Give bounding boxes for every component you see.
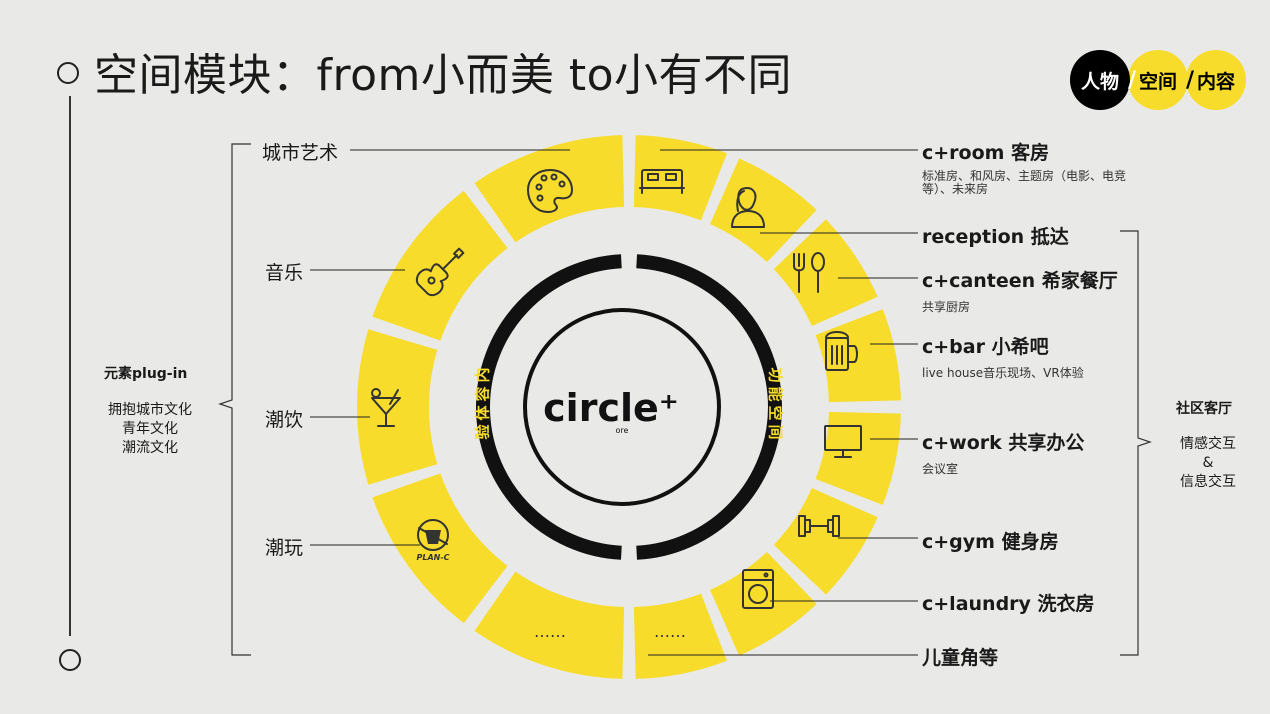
right-group-lines: 情感交互 & 信息交互 <box>1180 436 1236 490</box>
left-group-lines: 拥抱城市文化 青年文化 潮流文化 <box>108 402 192 456</box>
ring-segment-left-2 <box>357 329 438 485</box>
palette-icon <box>527 169 573 213</box>
title-bullet-circle <box>57 62 79 84</box>
right-group-title: 社区客厅 <box>1176 401 1232 417</box>
cocktail-icon <box>371 388 401 427</box>
monitor-icon <box>824 425 862 458</box>
inner-right-char: 间 <box>767 424 785 439</box>
right-item-bar: c+bar 小希吧 live house音乐现场、VR体验 <box>922 336 1084 380</box>
left-group-title: 元素plug-in <box>104 366 188 382</box>
right-ellipsis: …… <box>654 622 686 641</box>
inner-left-char: 内 <box>474 367 492 382</box>
ring-segment-left-4 <box>474 135 625 243</box>
beer-mug-icon <box>825 331 858 371</box>
center-logo: circle⁺ <box>543 386 679 430</box>
left-bracket <box>218 143 251 656</box>
badge-group: 人物/ 空间/ 内容 <box>1070 50 1250 110</box>
leader-lines <box>310 149 918 656</box>
ring-segment-right-6 <box>710 551 817 656</box>
inner-right-char: 能 <box>767 386 785 401</box>
left-ellipsis: …… <box>534 622 566 641</box>
ring-segment-right-0 <box>633 135 727 221</box>
badge-space: 空间/ <box>1128 50 1194 110</box>
bed-icon <box>639 169 685 194</box>
dumbbell-icon <box>798 515 840 537</box>
fork-spoon-icon <box>793 252 825 293</box>
receptionist-icon <box>731 187 765 228</box>
right-item-laundry: c+laundry 洗衣房 <box>922 593 1095 615</box>
ring-segment-left-0 <box>474 571 625 679</box>
ring-segment-right-4 <box>815 411 901 505</box>
badge-content: 内容 <box>1186 50 1246 110</box>
right-item-room: c+room 客房 标准房、和风房、主题房（电影、电竞 等）、未来房 <box>922 142 1127 196</box>
left-label-toys: 潮玩 <box>265 537 304 559</box>
svg-text:PLAN-C: PLAN-C <box>416 553 449 562</box>
ring-segment-right-1 <box>710 158 817 263</box>
center-logo-sub: ore <box>616 426 629 435</box>
ring-segment-right-3 <box>815 309 901 403</box>
badge-people: 人物/ <box>1070 50 1136 110</box>
right-item-canteen: c+canteen 希家餐厅 共享厨房 <box>922 270 1118 314</box>
center-circle <box>523 308 721 506</box>
inner-right-char: 空 <box>767 405 785 420</box>
right-item-gym: c+gym 健身房 <box>922 531 1059 553</box>
guitar-icon <box>415 247 465 297</box>
inner-left-char: 体 <box>474 405 492 421</box>
ring-segment-right-7 <box>633 593 727 679</box>
inner-left-char: 验 <box>474 424 492 440</box>
ring-segment-right-2 <box>773 219 878 326</box>
right-item-kids: 儿童角等 <box>922 647 999 669</box>
right-item-work: c+work 共享办公 会议室 <box>922 432 1085 476</box>
inner-arcs <box>476 254 782 560</box>
left-label-drinks: 潮饮 <box>265 409 304 431</box>
left-label-music: 音乐 <box>265 262 304 284</box>
page-title: 空间模块：from小而美 to小有不同 <box>94 50 793 101</box>
inner-right-char: 功 <box>767 367 785 382</box>
inner-arc-right <box>636 254 782 560</box>
ring-segment-right-5 <box>773 488 878 595</box>
right-bracket <box>1120 230 1152 656</box>
ring-segments <box>357 135 901 679</box>
inner-left-char: 容 <box>474 386 492 402</box>
right-item-reception: reception 抵达 <box>922 226 1069 248</box>
left-label-city-art: 城市艺术 <box>262 142 339 164</box>
timeline-line <box>69 96 71 636</box>
washing-machine-icon <box>742 569 774 609</box>
inner-arc-left <box>476 254 622 560</box>
plan-c-logo-icon: PLAN-C <box>416 519 450 562</box>
bottom-bullet-circle <box>59 649 81 671</box>
